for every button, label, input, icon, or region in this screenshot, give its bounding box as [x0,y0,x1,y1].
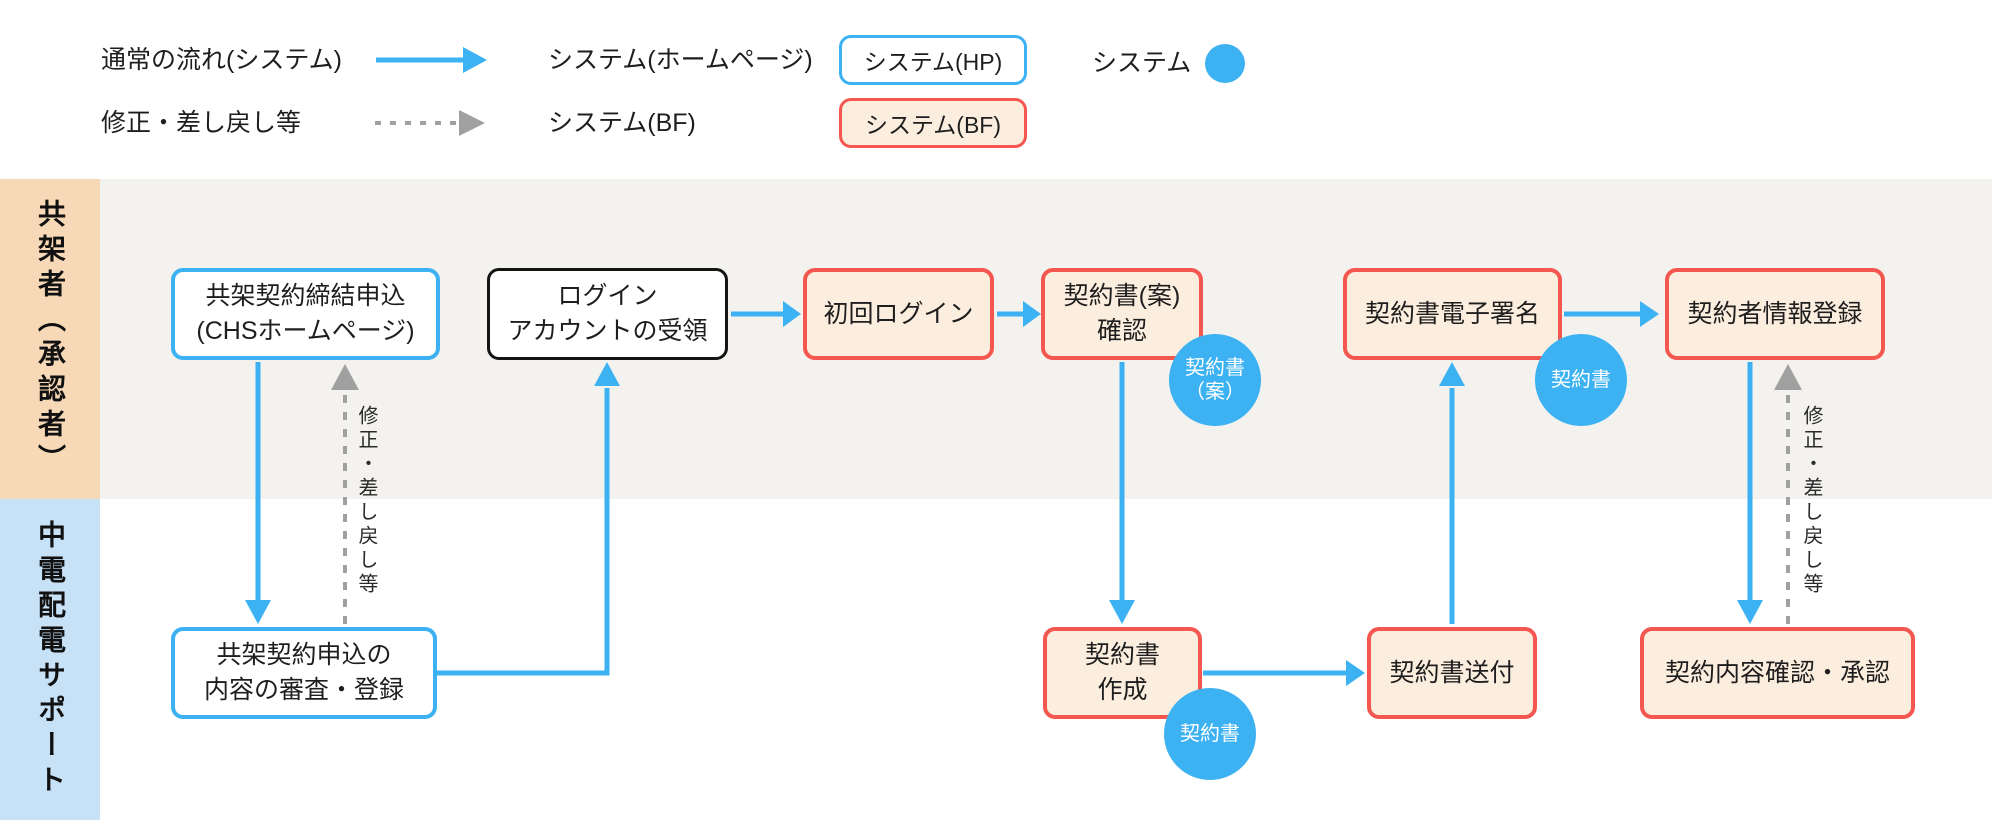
arrow-review-to-login [437,362,620,676]
flow-box-create-contract-line1: 契約書 [1084,641,1160,669]
annotation-revision-left: 修正・差し戻し等 [355,405,377,597]
badge-contract-top: 契約書 [1535,334,1627,426]
arrow-esign-to-reg-info [1564,301,1659,327]
legend-bf-sample-box-text: システム(BF) [864,112,1002,138]
flow-box-final-approval: 契約内容確認・承認 [1640,627,1915,719]
flow-box-login-account-line1: ログイン [557,282,658,310]
legend-system-circle-icon [1205,44,1245,83]
flow-box-review-line2: 内容の審査・登録 [203,676,404,704]
badge-draft-contract-line2: （案） [1185,381,1245,403]
flow-box-create-contract-line2: 作成 [1097,676,1148,704]
arrow-apply-to-review [245,362,271,624]
flow-box-first-login-line1: 初回ログイン [823,299,974,328]
flow-box-login-account-line2: アカウントの受領 [507,317,708,345]
flow-box-review-line1: 共架契約申込の [216,641,392,669]
flow-box-apply-line1: 共架契約締結申込 [205,282,406,310]
arrow-review-to-apply-dashed [331,364,359,624]
flow-box-draft-confirm: 契約書(案) 確認 [1041,268,1203,360]
flow-box-send-contract: 契約書送付 [1367,627,1537,719]
arrow-draft-confirm-to-create [1109,362,1135,624]
swimlane-top-label-text: 共架者（承認者） [35,199,66,479]
swimlane-bottom-label-text: 中電配電サポート [35,519,66,800]
legend-circle-label: システム [1092,49,1192,77]
flow-box-draft-confirm-line2: 確認 [1096,317,1147,345]
arrow-first-login-to-draft-confirm [997,301,1041,327]
flow-box-apply: 共架契約締結申込 (CHSホームページ) [171,268,440,360]
legend-dashed-arrow-icon [375,110,485,136]
flow-box-final-approval-line1: 契約内容確認・承認 [1664,658,1890,687]
flow-box-apply-line2: (CHSホームページ) [196,317,415,345]
flow-box-reg-info: 契約者情報登録 [1665,268,1885,360]
arrow-create-to-send [1203,660,1365,686]
badge-draft-contract: 契約書 （案） [1169,334,1261,426]
arrow-final-to-reg-info-dashed [1774,364,1802,624]
legend-hp-sample-box-text: システム(HP) [863,49,1003,75]
legend-normal-flow-label: 通常の流れ(システム) [101,46,342,74]
legend-hp-sample-box: システム(HP) [839,35,1027,85]
badge-contract-bottom: 契約書 [1164,688,1256,780]
legend-solid-arrow-icon [376,47,487,73]
flow-box-reg-info-line1: 契約者情報登録 [1687,299,1863,328]
annotation-revision-right: 修正・差し戻し等 [1800,405,1822,597]
arrow-login-to-first-login [731,301,801,327]
flow-box-draft-confirm-line1: 契約書(案) [1063,282,1181,310]
flow-box-review: 共架契約申込の 内容の審査・登録 [171,627,437,719]
legend-hp-style-label: システム(ホームページ) [548,46,813,74]
flow-box-login-account: ログイン アカウントの受領 [487,268,728,360]
flow-box-first-login: 初回ログイン [803,268,994,360]
flow-box-esign-line1: 契約書電子署名 [1364,299,1540,328]
legend-revision-flow-label: 修正・差し戻し等 [101,109,302,137]
badge-contract-bottom-line1: 契約書 [1180,723,1240,745]
swimlane-top-label: 共架者（承認者） [0,179,100,499]
flow-box-send-contract-line1: 契約書送付 [1389,658,1515,687]
legend-bf-sample-box: システム(BF) [839,98,1027,148]
badge-contract-top-line1: 契約書 [1551,369,1611,391]
arrow-reg-info-to-final [1737,362,1763,624]
swimlane-bottom-label: 中電配電サポート [0,499,100,820]
legend-bf-style-label: システム(BF) [548,109,696,137]
badge-draft-contract-line1: 契約書 [1185,357,1245,379]
arrow-send-to-esign [1439,362,1465,624]
flow-box-esign: 契約書電子署名 [1343,268,1562,360]
